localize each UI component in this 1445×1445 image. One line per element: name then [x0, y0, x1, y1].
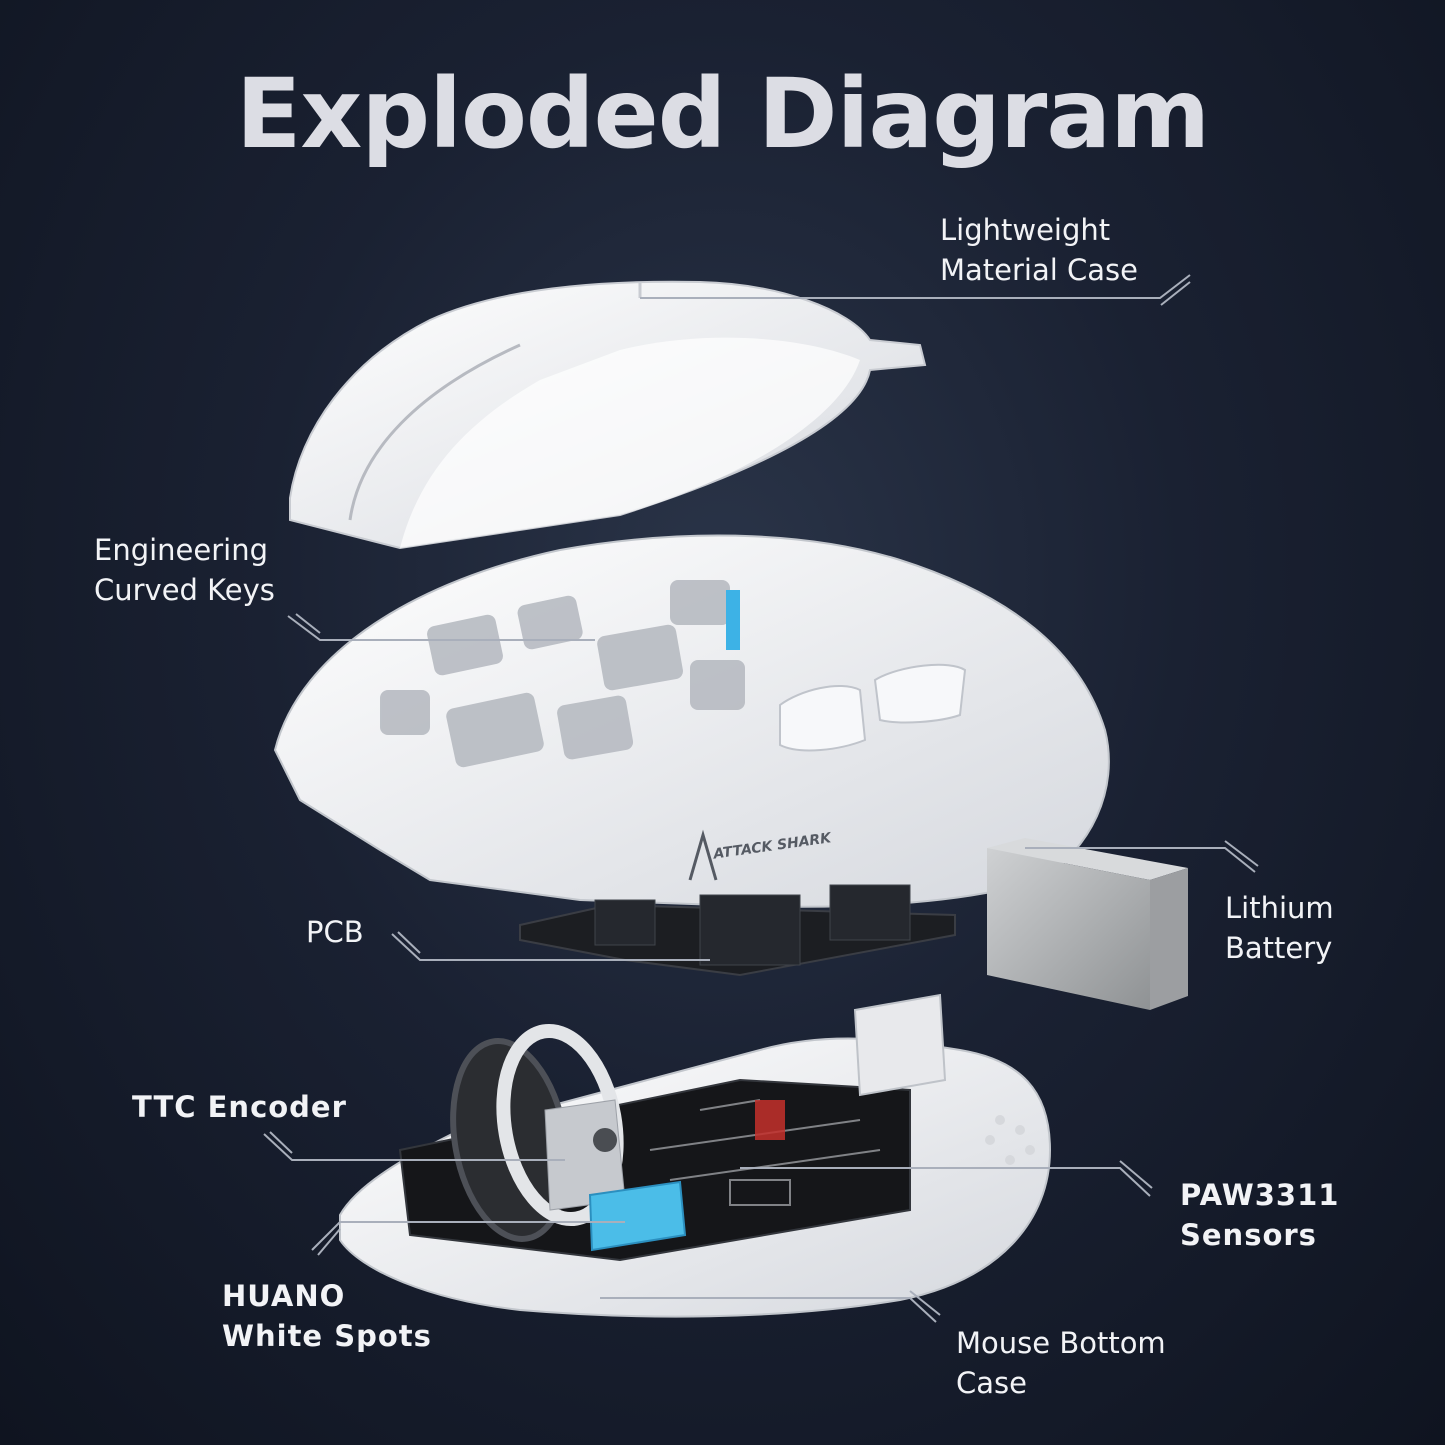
label-case-line-1: Lightweight: [940, 213, 1111, 247]
page-title: Exploded Diagram: [235, 58, 1210, 170]
lithium-battery: [987, 838, 1188, 1010]
label-sensor-line-1: PAW3311: [1180, 1178, 1340, 1212]
label-keys-line-1: Engineering: [94, 533, 268, 567]
label-paw3311-sensors: PAW3311 Sensors: [1180, 1175, 1339, 1255]
label-battery-line-2: Battery: [1225, 931, 1333, 965]
label-ttc-encoder: TTC Encoder: [132, 1087, 347, 1127]
label-battery-line-1: Lithium: [1225, 891, 1334, 925]
bottom-case: [339, 993, 1052, 1318]
top-case-shell: [289, 280, 927, 550]
label-lightweight-material-case: Lightweight Material Case: [940, 210, 1138, 290]
pcb-board: [519, 884, 956, 977]
label-bottom-line-1: Mouse Bottom: [956, 1326, 1166, 1360]
label-engineering-curved-keys: Engineering Curved Keys: [94, 530, 275, 610]
label-pcb-line-1: PCB: [306, 915, 364, 949]
label-mouse-bottom-case: Mouse Bottom Case: [956, 1323, 1166, 1403]
label-bottom-line-2: Case: [956, 1366, 1027, 1400]
label-case-line-2: Material Case: [940, 253, 1139, 287]
label-huano-white-spots: HUANO White Spots: [222, 1276, 432, 1356]
label-encoder-line-1: TTC Encoder: [132, 1090, 347, 1124]
label-sensor-line-2: Sensors: [1180, 1218, 1317, 1252]
middle-shell: ATTACK SHARK: [273, 534, 1110, 908]
label-pcb: PCB: [306, 912, 364, 952]
leader-lines: [263, 274, 1259, 1323]
label-switches-line-1: HUANO: [222, 1279, 346, 1313]
label-lithium-battery: Lithium Battery: [1225, 888, 1334, 968]
label-keys-line-2: Curved Keys: [94, 573, 275, 607]
brand-logo-mark: [688, 829, 718, 881]
label-switches-line-2: White Spots: [222, 1319, 432, 1353]
